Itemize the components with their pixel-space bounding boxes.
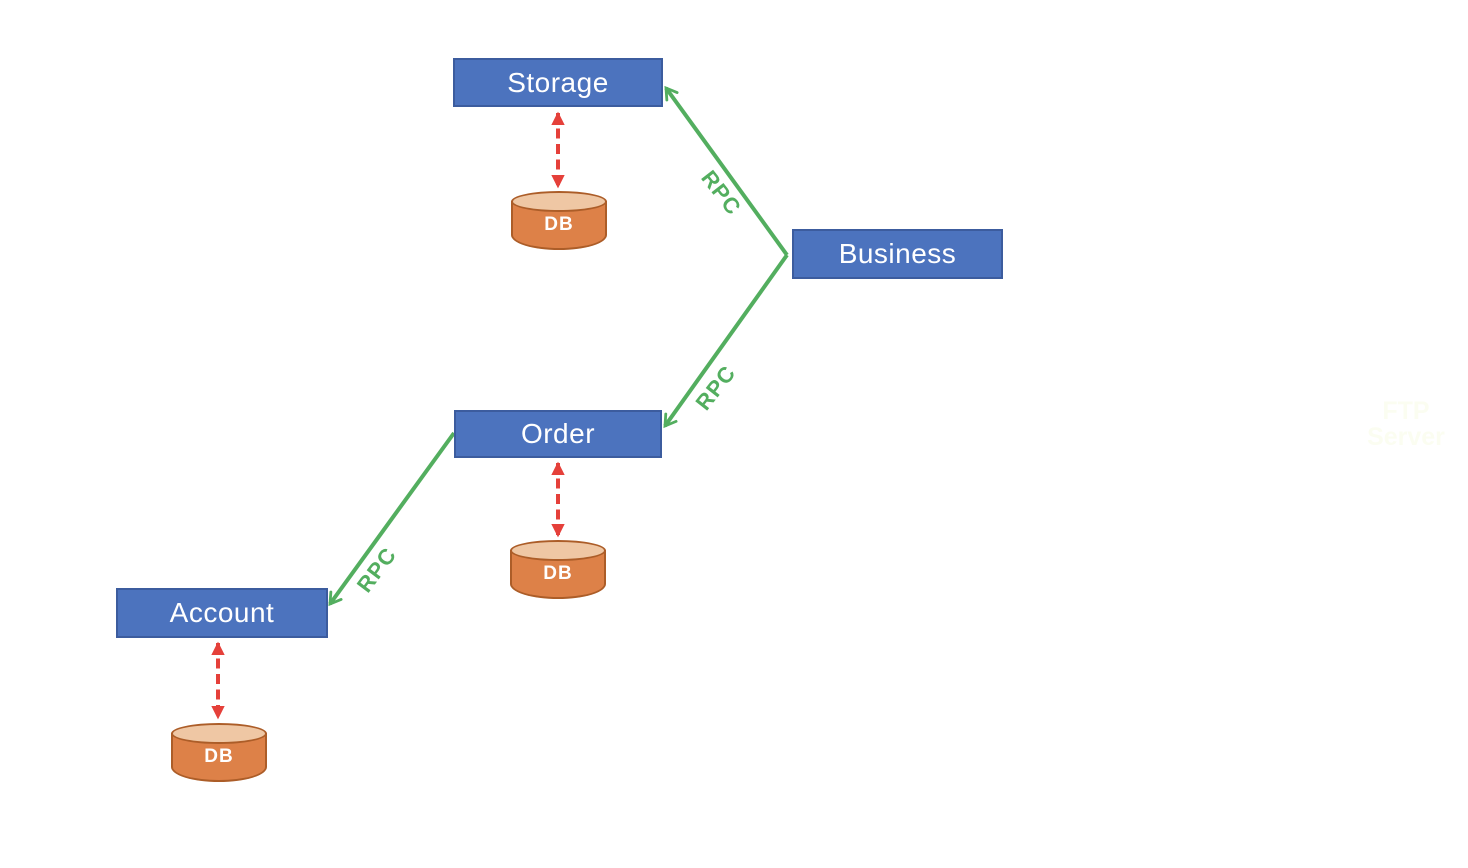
- database-cylinder-order: DB: [510, 540, 606, 599]
- node-business: Business: [792, 229, 1003, 279]
- rpc-edge-business-storage: [664, 85, 789, 257]
- database-cylinder-top: [511, 191, 607, 212]
- node-order: Order: [454, 410, 662, 458]
- ghost-watermark-line1: FTP: [1382, 397, 1430, 425]
- database-label: DB: [204, 746, 234, 767]
- database-cylinder-storage: DB: [511, 191, 607, 250]
- node-account-label: Account: [169, 597, 275, 628]
- node-storage: Storage: [453, 58, 663, 107]
- node-business-label: Business: [838, 238, 957, 269]
- ghost-watermark-line2: Server: [1367, 423, 1445, 451]
- database-cylinder-account: DB: [171, 723, 267, 782]
- database-cylinder-top: [171, 723, 267, 744]
- node-storage-label: Storage: [507, 66, 609, 98]
- node-order-label: Order: [520, 418, 596, 449]
- ghost-watermark-text: FTP Server: [1346, 398, 1466, 450]
- node-account: Account: [116, 588, 328, 638]
- database-label: DB: [544, 214, 574, 235]
- rpc-edge-business-order: [663, 253, 789, 429]
- rpc-edge-order-account: [328, 431, 456, 607]
- database-label: DB: [543, 563, 573, 584]
- database-cylinder-top: [510, 540, 606, 561]
